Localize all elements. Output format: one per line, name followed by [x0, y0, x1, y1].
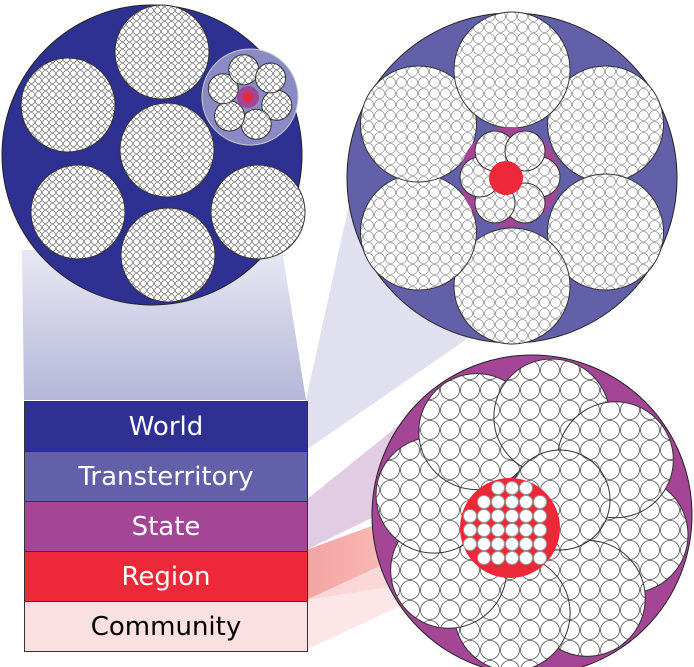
strand [453, 11, 571, 129]
community-dot [519, 537, 533, 551]
sub-strand [213, 100, 245, 132]
community-dot [519, 523, 533, 537]
community-dot [477, 509, 491, 523]
strand [210, 164, 306, 260]
community-dot [505, 551, 519, 565]
sub-strand [255, 62, 287, 94]
strand [120, 207, 216, 303]
community-dot [463, 537, 477, 551]
strand [453, 227, 571, 345]
community-dot [491, 537, 505, 551]
community-dot [463, 523, 477, 537]
community-dot [491, 523, 505, 537]
state-circle [371, 354, 693, 667]
community-dot [477, 495, 491, 509]
community-dot [533, 537, 547, 551]
community-dot [519, 509, 533, 523]
sub-strand [240, 108, 272, 140]
transterritory-circle [346, 11, 678, 345]
community-dot [505, 537, 519, 551]
community-dot [533, 509, 547, 523]
legend-row-community: Community [25, 602, 307, 651]
community-dot [519, 481, 533, 495]
strand [547, 173, 665, 291]
strand [359, 173, 477, 291]
community-dot [533, 495, 547, 509]
community-dot [477, 523, 491, 537]
community-dot [491, 551, 505, 565]
community-dot [519, 551, 533, 565]
sub-strand [504, 130, 546, 172]
community-dot [491, 481, 505, 495]
community-dot [491, 495, 505, 509]
strand [119, 102, 215, 198]
strand [114, 4, 210, 100]
community-dot [477, 537, 491, 551]
sub-strand [228, 54, 260, 86]
world-circle [1, 4, 306, 306]
community-dot [505, 481, 519, 495]
community-dot [533, 551, 547, 565]
community-dot [477, 551, 491, 565]
legend-row-region: Region [25, 552, 307, 602]
legend-row-world: World [25, 402, 307, 452]
legend-row-transterritory: Transterritory [25, 452, 307, 502]
community-dot [533, 523, 547, 537]
legend-row-state: State [25, 502, 307, 552]
community-dot [505, 495, 519, 509]
community-dot [491, 509, 505, 523]
community-dot [463, 509, 477, 523]
community-dot [505, 509, 519, 523]
strand [20, 57, 116, 153]
strand [359, 65, 477, 183]
strand [30, 164, 126, 260]
community-dot [505, 523, 519, 537]
region-marker [243, 92, 253, 102]
community-dot [519, 495, 533, 509]
region-core [489, 161, 523, 195]
sub-strand [207, 73, 239, 105]
